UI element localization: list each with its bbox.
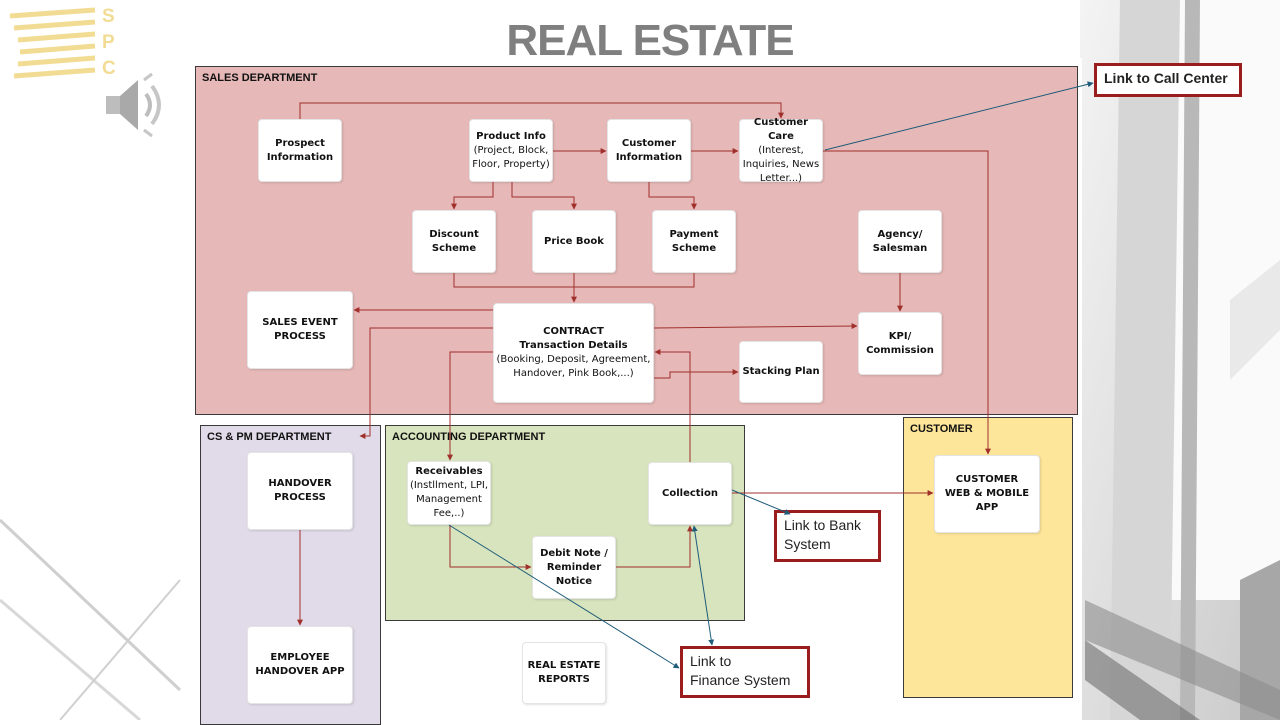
node-title: Scheme (431, 242, 477, 254)
department-label: CS & PM DEPARTMENT (207, 431, 332, 443)
customer-web-mobile-app-node[interactable]: CUSTOMER WEB & MOBILE APP (934, 455, 1040, 533)
link-text: System (784, 536, 831, 552)
department-label: ACCOUNTING DEPARTMENT (392, 431, 546, 443)
link-call-center[interactable]: Link to Call Center (1094, 63, 1242, 97)
customer-information-node[interactable]: Customer Information (607, 119, 691, 182)
price-book-node[interactable]: Price Book (532, 210, 616, 273)
node-title: PROCESS (274, 492, 326, 503)
node-subtitle: (Instllment, LPI, (409, 480, 489, 491)
node-title: KPI/ (888, 330, 912, 342)
link-text: Finance System (690, 672, 791, 688)
discount-scheme-node[interactable]: Discount Scheme (412, 210, 496, 273)
receivables-node[interactable]: Receivables (Instllment, LPI, Management… (407, 461, 491, 525)
node-title: Agency/ (877, 228, 923, 240)
node-subtitle: Fee,..) (433, 508, 465, 519)
node-title: HANDOVER (268, 478, 332, 489)
node-subtitle: Management (416, 494, 482, 505)
logo-stripes-icon (9, 7, 96, 79)
node-title: Debit Note / (540, 547, 608, 559)
node-title: Receivables (415, 466, 483, 477)
link-bank-system[interactable]: Link to Bank System (774, 510, 881, 562)
department-label: SALES DEPARTMENT (202, 72, 318, 84)
contract-node[interactable]: CONTRACT Transaction Details (Booking, D… (493, 303, 654, 403)
audio-speaker-icon[interactable] (100, 72, 170, 143)
link-text: Link to (690, 653, 732, 669)
node-title: Price Book (544, 235, 604, 247)
node-title: SALES EVENT (262, 317, 338, 328)
payment-scheme-node[interactable]: Payment Scheme (652, 210, 736, 273)
node-subtitle: Floor, Property) (472, 158, 550, 170)
node-title: REPORTS (538, 674, 590, 685)
logo-letter: S (102, 6, 115, 27)
collection-node[interactable]: Collection (648, 462, 732, 525)
node-title: WEB & MOBILE APP (944, 488, 1030, 513)
node-subtitle: (Booking, Deposit, Agreement, (496, 354, 651, 365)
node-title: Prospect (275, 137, 325, 149)
node-title: Notice (555, 575, 593, 587)
stacking-plan-node[interactable]: Stacking Plan (739, 341, 823, 403)
node-title: CUSTOMER (955, 474, 1019, 485)
handover-process-node[interactable]: HANDOVER PROCESS (247, 452, 353, 530)
agency-salesman-node[interactable]: Agency/ Salesman (858, 210, 942, 273)
node-title: Commission (866, 344, 934, 356)
node-title: Scheme (671, 242, 717, 254)
product-info-node[interactable]: Product Info (Project, Block, Floor, Pro… (469, 119, 553, 182)
node-title: Information (266, 151, 334, 163)
prospect-information-node[interactable]: Prospect Information (258, 119, 342, 182)
node-subtitle: Letter...) (759, 172, 803, 184)
node-title: HANDOVER APP (255, 666, 345, 677)
node-title: Salesman (872, 242, 928, 254)
real-estate-reports-node[interactable]: REAL ESTATE REPORTS (522, 642, 606, 704)
node-title: Reminder (546, 561, 602, 573)
spc-logo: S P C (9, 6, 120, 84)
node-title: Transaction Details (519, 340, 628, 351)
logo-letter: C (102, 58, 116, 79)
logo-letter: P (102, 32, 115, 53)
node-title: Collection (662, 487, 718, 499)
node-subtitle: Handover, Pink Book,...) (513, 368, 634, 379)
node-subtitle: (Project, Block, (473, 144, 549, 156)
sales-event-process-node[interactable]: SALES EVENT PROCESS (247, 291, 353, 369)
node-title: Payment (669, 228, 719, 240)
node-subtitle: (Interest, (758, 144, 804, 156)
node-title: EMPLOYEE (270, 652, 330, 663)
node-title: Product Info (476, 130, 546, 142)
node-title: Discount (429, 228, 479, 240)
debit-note-node[interactable]: Debit Note / Reminder Notice (532, 536, 616, 599)
link-text: Link to Call Center (1104, 70, 1228, 86)
customer-care-node[interactable]: Customer Care (Interest, Inquiries, News… (739, 116, 823, 184)
node-title: REAL ESTATE (527, 660, 601, 671)
department-label: CUSTOMER (910, 423, 973, 435)
link-text: Link to Bank (784, 517, 862, 533)
node-subtitle: Inquiries, News (742, 158, 820, 170)
node-title: Information (615, 151, 683, 163)
node-title: Customer (621, 137, 677, 149)
page-title: REAL ESTATE (506, 16, 794, 65)
employee-handover-app-node[interactable]: EMPLOYEE HANDOVER APP (247, 626, 353, 704)
kpi-commission-node[interactable]: KPI/ Commission (858, 312, 942, 375)
node-title: CONTRACT (543, 326, 604, 337)
node-title: Customer Care (753, 116, 809, 142)
node-title: PROCESS (274, 331, 326, 342)
node-title: Stacking Plan (742, 366, 820, 377)
link-finance-system[interactable]: Link to Finance System (680, 646, 810, 698)
